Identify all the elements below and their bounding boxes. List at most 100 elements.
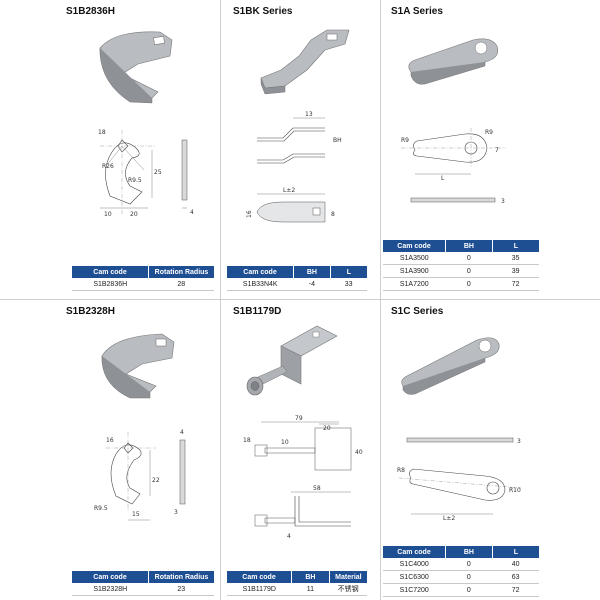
cell: 0 bbox=[445, 277, 493, 291]
col-header: Cam code bbox=[72, 266, 149, 278]
spec-table: Cam code Rotation Radius S1B2328H 23 bbox=[72, 571, 214, 596]
s1a-drawing: R9 R9 L 7 3 bbox=[401, 38, 506, 205]
dim-label: R10 bbox=[509, 487, 521, 494]
star-hole bbox=[478, 339, 492, 353]
cell: S1A7200 bbox=[383, 277, 446, 291]
panel-title: S1B2328H bbox=[66, 306, 115, 317]
panel-title: S1C Series bbox=[391, 306, 444, 317]
cell: 0 bbox=[445, 252, 493, 265]
cell: 35 bbox=[492, 252, 539, 265]
col-header: Cam code bbox=[383, 240, 446, 252]
dim-label: 8 bbox=[331, 211, 335, 218]
cell: S1A3900 bbox=[383, 264, 446, 278]
table-row: S1A3900 0 39 bbox=[383, 264, 539, 278]
col-header: Cam code bbox=[72, 571, 149, 583]
s1b2836h-drawing: 18 R26 R9.5 25 10 20 4 bbox=[98, 31, 194, 218]
cell: S1B33N4K bbox=[227, 278, 294, 291]
dim-label: 25 bbox=[154, 169, 162, 176]
dim-label: 4 bbox=[287, 533, 291, 540]
dim-label: 58 bbox=[313, 485, 321, 492]
col-header: L bbox=[492, 546, 539, 558]
cell: S1C4000 bbox=[383, 558, 446, 571]
panel-s1bk-series: S1BK Series 13 L±2 16 BH 8 Cam code bbox=[221, 0, 380, 300]
table-row: S1B2328H 23 bbox=[72, 583, 214, 596]
cell: 0 bbox=[445, 558, 493, 571]
cell: 33 bbox=[330, 278, 367, 291]
table-row: S1B33N4K -4 33 bbox=[227, 278, 367, 291]
col-header: Rotation Radius bbox=[148, 266, 214, 278]
cell: 23 bbox=[148, 583, 214, 596]
panel-s1c-series: S1C Series 3 R8 L±2 R10 Cam code BH L bbox=[381, 300, 541, 600]
s1b1179d-drawing: 79 20 18 10 40 58 4 bbox=[243, 325, 363, 540]
square-hole bbox=[326, 33, 338, 41]
panel-s1b1179d: S1B1179D 79 20 18 10 40 58 bbox=[221, 300, 380, 600]
dim-label: BH bbox=[333, 137, 342, 144]
panel-s1a-series: S1A Series R9 R9 L 7 3 Cam code BH L bbox=[381, 0, 541, 300]
column-divider bbox=[220, 0, 221, 600]
dim-label: 16 bbox=[106, 437, 114, 444]
dim-label: 4 bbox=[190, 209, 194, 216]
spec-table: Cam code BH L S1C4000 0 40 S1C6300 0 63 … bbox=[383, 546, 539, 597]
dim-label: R9 bbox=[401, 137, 409, 144]
dim-label: 3 bbox=[501, 198, 505, 205]
panel-s1b2836h: S1B2836H 18 R26 R9.5 25 10 20 4 bbox=[40, 0, 220, 300]
dim-label: 40 bbox=[355, 449, 363, 456]
cell: S1A3500 bbox=[383, 252, 446, 265]
table-row: S1A3500 0 35 bbox=[383, 252, 539, 265]
row-divider bbox=[0, 299, 600, 300]
cell: -4 bbox=[293, 278, 331, 291]
square-hole bbox=[155, 338, 167, 347]
cell: 40 bbox=[492, 558, 539, 571]
col-header: BH bbox=[445, 240, 493, 252]
column-divider bbox=[380, 0, 381, 600]
dim-label: 22 bbox=[152, 477, 160, 484]
cell: S1C6300 bbox=[383, 570, 446, 584]
dim-label: 3 bbox=[174, 509, 178, 516]
col-header: Cam code bbox=[383, 546, 446, 558]
dim-label: L±2 bbox=[283, 187, 295, 194]
cell: 63 bbox=[492, 570, 539, 584]
dim-label: R9 bbox=[485, 129, 493, 136]
dim-label: 79 bbox=[295, 415, 303, 422]
s1b2328h-drawing: 16 R9.5 22 15 4 3 bbox=[94, 333, 186, 521]
dim-label: 4 bbox=[180, 429, 184, 436]
dim-label: R26 bbox=[102, 163, 114, 170]
dim-label: 3 bbox=[517, 438, 521, 445]
spec-table: Cam code BH L S1A3500 0 35 S1A3900 0 39 … bbox=[383, 240, 539, 291]
s1bk-drawing: 13 L±2 16 BH 8 bbox=[246, 29, 350, 223]
cell: 0 bbox=[445, 583, 493, 597]
col-header: BH bbox=[293, 266, 331, 278]
dim-label: 20 bbox=[323, 425, 331, 432]
panel-title: S1A Series bbox=[391, 6, 443, 17]
table-row: S1B2836H 28 bbox=[72, 278, 214, 291]
panel-title: S1B2836H bbox=[66, 6, 115, 17]
cell: 72 bbox=[492, 277, 539, 291]
spec-table: Cam code BH Material S1B1179D 11 不锈钢 bbox=[227, 571, 367, 596]
cell: 28 bbox=[148, 278, 214, 291]
star-hole bbox=[474, 41, 488, 55]
square-hole bbox=[153, 36, 165, 45]
col-header: BH bbox=[445, 546, 493, 558]
col-header: Cam code bbox=[227, 266, 294, 278]
cell: 不锈钢 bbox=[329, 583, 367, 596]
col-header: Rotation Radius bbox=[148, 571, 214, 583]
dim-label: 16 bbox=[246, 210, 253, 218]
spec-table: Cam code BH L S1B33N4K -4 33 bbox=[227, 266, 367, 291]
dim-label: 15 bbox=[132, 511, 140, 518]
table-row: S1C4000 0 40 bbox=[383, 558, 539, 571]
table-row: S1C6300 0 63 bbox=[383, 570, 539, 584]
dim-label: 18 bbox=[243, 437, 251, 444]
dim-label: 20 bbox=[130, 211, 138, 218]
dim-label: L±2 bbox=[443, 515, 455, 522]
cell: S1B2836H bbox=[72, 278, 149, 291]
table-row: S1A7200 0 72 bbox=[383, 277, 539, 291]
panel-title: S1BK Series bbox=[233, 6, 293, 17]
dim-label: 13 bbox=[305, 111, 313, 118]
panel-title: S1B1179D bbox=[233, 306, 282, 317]
cell: S1B1179D bbox=[227, 583, 292, 596]
cell: 11 bbox=[291, 583, 330, 596]
s1c-drawing: 3 R8 L±2 R10 bbox=[397, 337, 522, 522]
dim-label: 10 bbox=[104, 211, 112, 218]
cell: 39 bbox=[492, 264, 539, 278]
